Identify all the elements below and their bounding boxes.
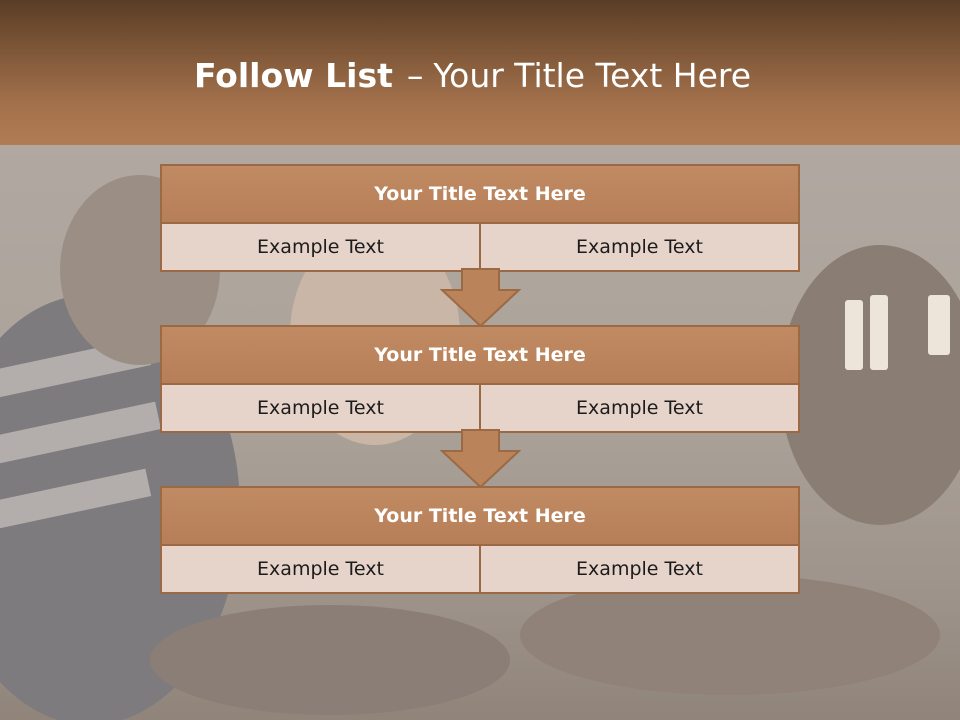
step-right-text: Example Text: [479, 385, 798, 431]
page-title-rest: Your Title Text Here: [433, 56, 752, 95]
step-title: Your Title Text Here: [162, 327, 798, 385]
page-title-dash: –: [406, 56, 424, 95]
step-right-text: Example Text: [479, 546, 798, 592]
page-title-bold: Follow List: [193, 56, 393, 95]
page-title: Follow List–Your Title Text Here: [0, 56, 945, 96]
title-banner: Follow List–Your Title Text Here: [0, 0, 960, 145]
step-title: Your Title Text Here: [162, 166, 798, 224]
step-right-text: Example Text: [479, 224, 798, 270]
down-arrow-icon: [440, 429, 521, 489]
step-title: Your Title Text Here: [162, 488, 798, 546]
step-box-1: Your Title Text Here Example Text Exampl…: [160, 164, 800, 272]
step-box-2: Your Title Text Here Example Text Exampl…: [160, 325, 800, 433]
step-box-3: Your Title Text Here Example Text Exampl…: [160, 486, 800, 594]
down-arrow-icon: [440, 268, 521, 328]
step-left-text: Example Text: [162, 546, 479, 592]
step-left-text: Example Text: [162, 385, 479, 431]
step-left-text: Example Text: [162, 224, 479, 270]
